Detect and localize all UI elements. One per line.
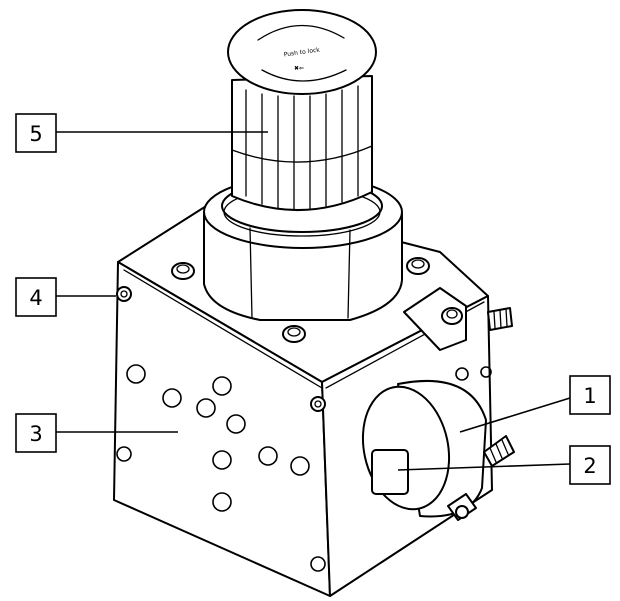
hole <box>258 446 278 466</box>
hole <box>126 364 146 384</box>
hole <box>116 446 132 462</box>
mounting-holes <box>116 364 326 572</box>
corner-screws <box>116 286 326 412</box>
hole <box>290 456 310 476</box>
leader-lines <box>56 131 571 471</box>
callout-5-label: 5 <box>29 122 42 146</box>
hole <box>196 398 216 418</box>
hole <box>212 492 232 512</box>
lock-arrow-icon: ✖⇐ <box>294 65 304 72</box>
hole <box>310 556 326 572</box>
callout-1: 1 <box>569 375 611 415</box>
leader-line-2 <box>397 463 571 471</box>
leader-line-1 <box>459 397 571 433</box>
hole <box>212 376 232 396</box>
screw-icon <box>282 325 306 343</box>
pressure-gauge <box>361 380 515 521</box>
adjusting-knob[interactable]: Push to lock ✖⇐ <box>227 9 377 212</box>
screw-icon <box>171 262 195 280</box>
callout-2-label: 2 <box>583 454 596 478</box>
callout-1-label: 1 <box>583 384 596 408</box>
hole <box>212 450 232 470</box>
callout-3-label: 3 <box>29 422 42 446</box>
callout-4-label: 4 <box>29 286 42 310</box>
callout-4: 4 <box>15 277 57 317</box>
screw-icon <box>406 257 430 275</box>
hole <box>226 414 246 434</box>
top-screws <box>171 257 430 343</box>
screw-icon <box>310 396 326 412</box>
hole <box>162 388 182 408</box>
callout-3: 3 <box>15 413 57 453</box>
side-port <box>403 287 513 381</box>
screw-icon <box>116 286 132 302</box>
callout-5: 5 <box>15 113 57 153</box>
callout-2: 2 <box>569 445 611 485</box>
gauge-display-window <box>371 449 409 495</box>
